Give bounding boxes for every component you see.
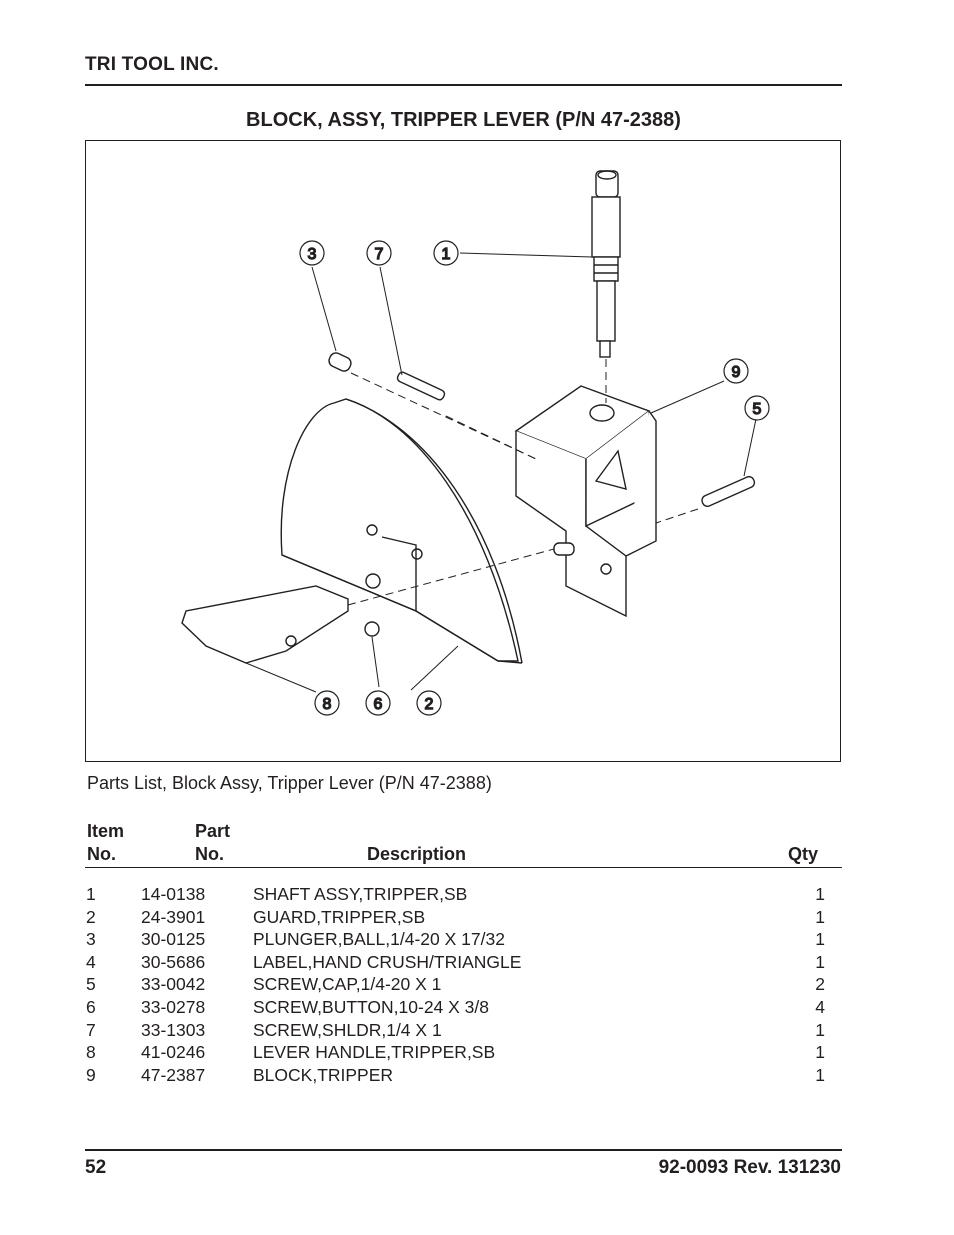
shaft-part xyxy=(591,170,621,358)
footer-rule xyxy=(85,1149,842,1151)
svg-text:2: 2 xyxy=(425,696,434,713)
svg-text:3: 3 xyxy=(308,246,317,263)
block-part xyxy=(514,385,657,618)
qty-header: Qty xyxy=(788,844,819,864)
callout-9: 9 xyxy=(723,358,749,384)
company-name: TRI TOOL INC. xyxy=(85,54,219,75)
svg-text:1: 1 xyxy=(442,246,451,263)
page-number: 52 xyxy=(85,1157,107,1178)
guard-part xyxy=(280,398,523,664)
description-header: Description xyxy=(367,844,467,864)
callout-8: 8 xyxy=(314,690,340,716)
callout-2: 2 xyxy=(416,690,442,716)
callout-3: 3 xyxy=(299,240,325,266)
part-no-header: Part No. xyxy=(195,821,231,864)
svg-text:9: 9 xyxy=(732,364,741,381)
item-no-header: Item No. xyxy=(87,821,125,864)
header-rule xyxy=(85,84,842,86)
svg-text:8: 8 xyxy=(323,696,332,713)
svg-text:6: 6 xyxy=(374,696,383,713)
callout-1: 1 xyxy=(433,240,459,266)
exploded-view-drawing: 3 7 1 9 5 8 6 2 xyxy=(85,140,841,762)
svg-text:5: 5 xyxy=(753,401,762,418)
document-revision: 92-0093 Rev. 131230 xyxy=(658,1157,841,1178)
fastener-parts xyxy=(328,352,756,637)
callout-7: 7 xyxy=(366,240,392,266)
table-header-rule xyxy=(85,867,842,868)
callout-5: 5 xyxy=(744,395,770,421)
parts-list-caption: Parts List, Block Assy, Tripper Lever (P… xyxy=(87,773,492,793)
callout-6: 6 xyxy=(365,690,391,716)
lever-handle-part xyxy=(181,585,349,664)
page-title: BLOCK, ASSY, TRIPPER LEVER (P/N 47-2388) xyxy=(246,109,681,131)
svg-text:7: 7 xyxy=(375,246,384,263)
